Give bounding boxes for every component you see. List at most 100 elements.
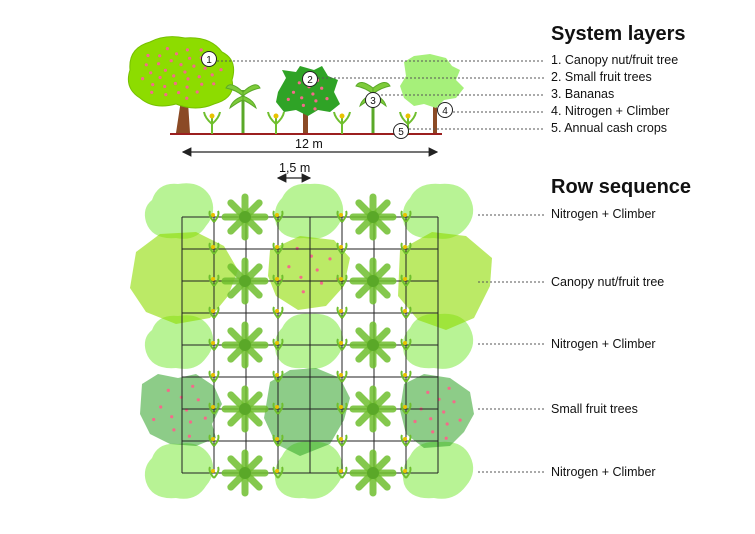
canopy-tree-canopy bbox=[130, 232, 238, 324]
small-fruit-tree-trunk bbox=[303, 104, 308, 134]
fruit-dot bbox=[157, 62, 161, 66]
svg-text:2: 2 bbox=[307, 75, 313, 86]
fruit-dot bbox=[185, 85, 189, 89]
fruit-dot bbox=[164, 93, 168, 97]
crop-sprout bbox=[272, 370, 284, 383]
row-sequence-title: Row sequence bbox=[551, 176, 692, 198]
fruit-dot bbox=[413, 419, 417, 424]
fruit-dot bbox=[158, 75, 162, 80]
crop-sprout bbox=[400, 210, 412, 223]
annual-crop-sprouts bbox=[203, 111, 417, 479]
legend-item-bananas: 3. Bananas bbox=[551, 87, 615, 101]
crop-sprout bbox=[267, 111, 285, 134]
fruit-dot bbox=[146, 53, 150, 58]
row-label-3: Nitrogen + Climber bbox=[551, 337, 656, 351]
row-sequence-labels: Nitrogen + Climber Canopy nut/fruit tree… bbox=[551, 200, 751, 500]
crop-sprout bbox=[208, 370, 220, 383]
crop-sprout bbox=[208, 434, 220, 447]
fruit-dot bbox=[301, 290, 305, 294]
small-fruit-tree-canopy bbox=[400, 374, 474, 448]
fruit-dot bbox=[151, 83, 155, 87]
crop-sprout bbox=[336, 274, 348, 287]
row-label-1: Nitrogen + Climber bbox=[551, 207, 656, 221]
plan-view bbox=[130, 47, 492, 499]
crop-sprout bbox=[272, 274, 284, 287]
fruit-dot bbox=[309, 254, 313, 258]
fruit-dot bbox=[429, 417, 433, 421]
fruit-dot bbox=[170, 415, 174, 419]
crop-sprout bbox=[208, 242, 220, 255]
svg-text:5: 5 bbox=[398, 127, 404, 138]
fruit-dot bbox=[297, 81, 301, 85]
fruit-dot bbox=[286, 97, 290, 101]
fruit-dot bbox=[169, 59, 173, 63]
fruit-dot bbox=[159, 405, 163, 409]
crop-sprout bbox=[203, 111, 221, 134]
fruit-dot bbox=[183, 70, 187, 74]
width-label: 12 m bbox=[295, 137, 323, 151]
banana-clump bbox=[221, 449, 269, 497]
crop-sprout bbox=[272, 434, 284, 447]
system-layers-legend: 1. Canopy nut/fruit tree 2. Small fruit … bbox=[551, 53, 751, 143]
fruit-dot bbox=[196, 398, 200, 402]
banana-clump bbox=[221, 321, 269, 369]
banana-clump bbox=[349, 449, 397, 497]
fruit-dot bbox=[158, 54, 162, 58]
fruit-dot bbox=[203, 66, 207, 70]
crop-sprout bbox=[336, 402, 348, 415]
fruit-dot bbox=[185, 96, 189, 100]
nitrogen-tree-crown bbox=[400, 54, 464, 108]
svg-text:4: 4 bbox=[442, 106, 448, 117]
nitrogen-canopy bbox=[144, 443, 214, 499]
canopy-tree-crown bbox=[127, 36, 235, 109]
crop-sprout bbox=[208, 466, 220, 479]
fruit-dot bbox=[150, 90, 154, 94]
crop-sprout bbox=[208, 274, 220, 287]
nitrogen-canopy bbox=[144, 315, 214, 369]
fruit-dot bbox=[219, 68, 223, 72]
fruit-dot bbox=[311, 92, 315, 96]
fruit-dot bbox=[299, 275, 303, 279]
layer-marker: 4 bbox=[437, 102, 453, 118]
crop-sprout bbox=[399, 111, 417, 134]
fruit-dot bbox=[185, 48, 189, 52]
canopy-tree-canopy bbox=[268, 236, 350, 310]
layer-marker: 2 bbox=[302, 71, 318, 87]
crop-sprout bbox=[208, 402, 220, 415]
fruit-dot bbox=[172, 428, 176, 432]
banana-clumps bbox=[221, 193, 397, 497]
fruit-dot bbox=[199, 48, 203, 52]
fruit-dot bbox=[287, 265, 291, 269]
fruit-dot bbox=[328, 257, 332, 261]
fruit-dot bbox=[320, 86, 324, 90]
layer-marker: 1 bbox=[201, 51, 217, 67]
fruit-dot bbox=[203, 416, 207, 420]
crop-sprout bbox=[400, 306, 412, 319]
crop-sprout bbox=[333, 111, 351, 134]
crop-sprout bbox=[336, 466, 348, 479]
banana-plant bbox=[225, 84, 261, 134]
canopy-tree-row bbox=[130, 232, 492, 330]
small-fruit-tree-canopy bbox=[264, 368, 350, 456]
fruit-dot bbox=[426, 390, 430, 394]
fruit-dot bbox=[325, 97, 329, 101]
crop-sprout bbox=[336, 306, 348, 319]
nitrogen-canopy bbox=[402, 183, 474, 239]
canopy-tree-canopy bbox=[398, 232, 492, 330]
fruit-dot bbox=[191, 384, 195, 388]
fruit-dot bbox=[210, 73, 214, 77]
fruit-dot bbox=[192, 64, 196, 68]
fruit-dot bbox=[452, 400, 456, 404]
legend-item-canopy: 1. Canopy nut/fruit tree bbox=[551, 53, 679, 67]
banana-plant bbox=[355, 82, 391, 134]
fruit-dot bbox=[149, 71, 153, 75]
fruit-dot bbox=[301, 103, 305, 107]
crop-sprout bbox=[272, 210, 284, 223]
crop-sprout bbox=[400, 466, 412, 479]
fruit-dot bbox=[458, 418, 462, 422]
layer-marker: 5 bbox=[393, 123, 409, 139]
nitrogen-canopy bbox=[274, 313, 344, 369]
crop-sprout bbox=[336, 210, 348, 223]
fruit-dot bbox=[186, 77, 190, 81]
fruit-dot bbox=[166, 388, 170, 392]
